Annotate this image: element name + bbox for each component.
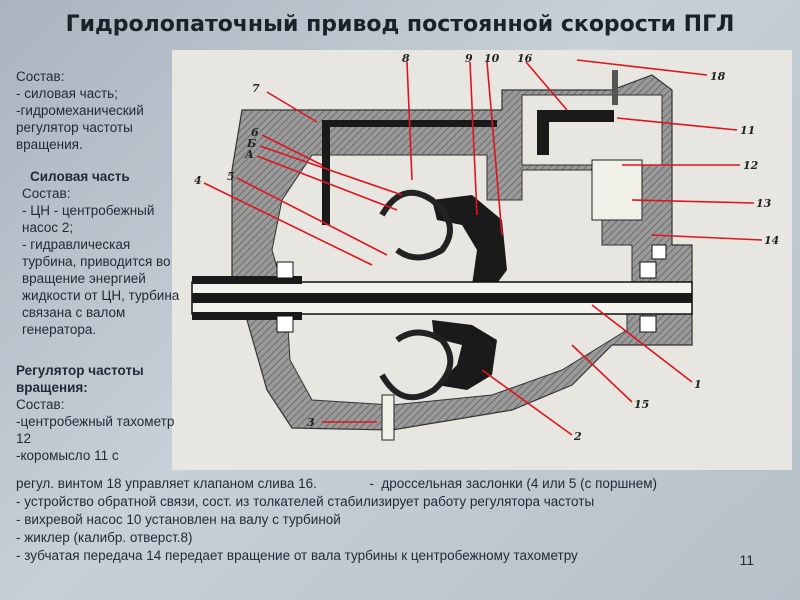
power-part-sub: Состав: bbox=[22, 186, 71, 201]
label-8: 8 bbox=[402, 52, 410, 65]
label-6: 6 bbox=[251, 126, 259, 139]
tachometer-12 bbox=[591, 159, 643, 221]
label-18: 18 bbox=[710, 70, 726, 83]
page-number: 11 bbox=[739, 552, 754, 568]
lower-torus bbox=[379, 329, 454, 401]
bottom-notes: регул. винтом 18 управляет клапаном слив… bbox=[16, 475, 776, 565]
power-part-item: - гидравлическая турбина, приводится во … bbox=[22, 237, 180, 337]
regulator-block: Регулятор частоты вращения: Состав: -цен… bbox=[16, 362, 181, 464]
label-a: А bbox=[244, 148, 254, 161]
composition-heading: Состав: bbox=[16, 69, 65, 84]
label-13: 13 bbox=[756, 197, 772, 210]
regulator-sub: Состав: bbox=[16, 397, 65, 412]
pgl-drive-diagram: 7 6 Б А 4 5 3 8 9 10 16 18 11 12 13 14 1… bbox=[172, 50, 792, 470]
label-16: 16 bbox=[517, 52, 533, 65]
bottom-line: - жиклер (калибр. отверст.8) bbox=[16, 530, 193, 545]
composition-item: -гидромеханический регулятор частоты вра… bbox=[16, 103, 144, 152]
feed-pipe bbox=[322, 120, 330, 225]
bottom-line: - вихревой насос 10 установлен на валу с… bbox=[16, 512, 341, 527]
drain-valve bbox=[537, 110, 549, 155]
outlet-pipe bbox=[381, 394, 395, 441]
composition-item: - силовая часть; bbox=[16, 86, 118, 101]
leader-lines bbox=[203, 59, 763, 436]
bottom-line: - устройство обратной связи, сост. из то… bbox=[16, 494, 595, 509]
label-15: 15 bbox=[634, 398, 649, 411]
power-part-heading: Силовая часть bbox=[30, 169, 130, 184]
adjust-screw-18 bbox=[612, 70, 618, 105]
regulator-heading: Регулятор частоты вращения: bbox=[16, 363, 144, 395]
shaft-sleeve-top bbox=[192, 276, 302, 284]
shaft-core bbox=[192, 293, 692, 303]
label-5: 5 bbox=[227, 170, 235, 183]
regulator-item: -центробежный тахометр 12 bbox=[16, 414, 175, 446]
label-1: 1 bbox=[694, 378, 702, 391]
composition-block: Состав: - силовая часть; -гидромеханичес… bbox=[16, 68, 182, 153]
label-3: 3 bbox=[307, 416, 315, 429]
power-part-item: - ЦН - центробежный насос 2; bbox=[22, 203, 155, 235]
pump-blades bbox=[432, 320, 497, 390]
label-10: 10 bbox=[484, 52, 500, 65]
label-2: 2 bbox=[573, 430, 582, 443]
label-9: 9 bbox=[465, 52, 473, 65]
label-12: 12 bbox=[743, 159, 759, 172]
label-11: 11 bbox=[740, 124, 755, 137]
shaft-sleeve-bottom bbox=[192, 312, 302, 320]
bottom-line: регул. винтом 18 управляет клапаном слив… bbox=[16, 476, 658, 491]
label-14: 14 bbox=[764, 234, 779, 247]
label-7: 7 bbox=[252, 82, 260, 95]
label-4: 4 bbox=[194, 174, 202, 187]
lower-cavity bbox=[286, 311, 628, 406]
regulator-item: -коромысло 11 с bbox=[16, 448, 119, 463]
power-part-block: Силовая часть Состав: - ЦН - центробежны… bbox=[22, 168, 187, 338]
page-title: Гидролопаточный привод постоянной скорос… bbox=[65, 12, 735, 37]
bottom-line: - зубчатая передача 14 передает вращение… bbox=[16, 548, 578, 563]
lever-11 bbox=[544, 110, 614, 122]
label-b: Б bbox=[246, 137, 257, 150]
upper-torus bbox=[379, 189, 453, 261]
